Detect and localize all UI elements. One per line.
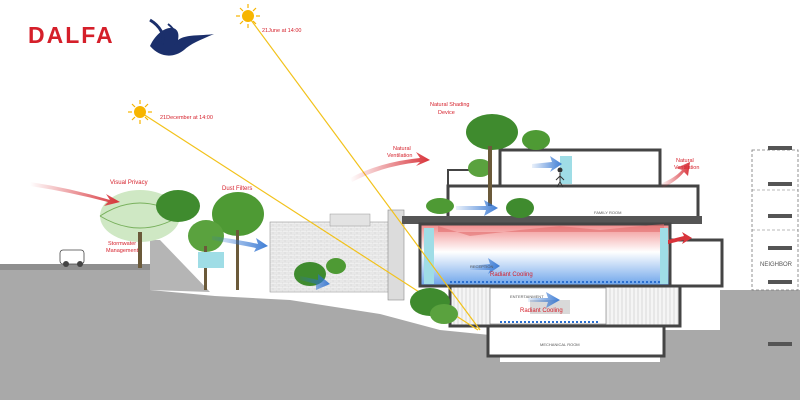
brand-wordmark: DALFA (28, 22, 115, 48)
tree-shading-device (426, 114, 550, 218)
room-entertainment: ENTERTAINMENT (510, 294, 544, 299)
label-natural-shading-2: Device (438, 110, 455, 116)
airflow-arrow-4 (300, 274, 330, 290)
sun-december-icon (128, 100, 152, 124)
person-icon (555, 167, 565, 188)
room-reception: RECEPTION (470, 264, 493, 269)
room-mechanical: MECHANICAL ROOM (540, 342, 580, 347)
airflow-arrow-1 (212, 236, 268, 252)
radiant-cooling-floor (450, 281, 660, 323)
airflow-arrow-2 (456, 200, 498, 216)
label-ventilation-right-1: Natural (676, 158, 694, 164)
label-ventilation-left-1: Natural (393, 146, 411, 152)
label-ventilation-left-2: Ventilation (387, 153, 412, 159)
airflow-arrow-3 (532, 156, 562, 172)
label-radiant-cooling-lower: Radiant Cooling (520, 308, 563, 314)
sun-label-december: 21December at 14:00 (160, 115, 213, 121)
label-radiant-cooling-upper: Radiant Cooling (490, 272, 533, 278)
ground-section (0, 268, 800, 400)
label-natural-shading-1: Natural Shading (430, 102, 469, 108)
slope-ground (150, 240, 210, 292)
label-ventilation-right-2: Ventilation (674, 165, 699, 171)
boundary-wall (269, 209, 405, 301)
water-feature (198, 252, 224, 268)
visual-privacy-arrow (30, 182, 120, 206)
neighbor-building (751, 146, 799, 346)
airflow-arrow-5 (528, 292, 560, 308)
label-visual-privacy: Visual Privacy (110, 180, 148, 186)
swan-logo-icon (149, 18, 214, 56)
sun-june-icon (236, 4, 260, 28)
ventilation-exit-arrow (668, 232, 692, 244)
label-stormwater-1: Stormwater (108, 241, 136, 247)
ventilation-left-arrow (350, 152, 430, 182)
car-left-icon (59, 249, 85, 267)
label-stormwater-2: Management (106, 248, 139, 254)
room-neighbor: NEIGHBOR (760, 262, 793, 268)
airflow-arrow-6 (470, 258, 500, 274)
sun-label-june: 21June at 14:00 (262, 28, 301, 34)
street-surface (0, 264, 150, 270)
label-dust-filters: Dust Filters (222, 186, 252, 192)
ventilation-right-arrow (660, 162, 690, 188)
room-family-room: FAMILY ROOM (594, 210, 621, 215)
